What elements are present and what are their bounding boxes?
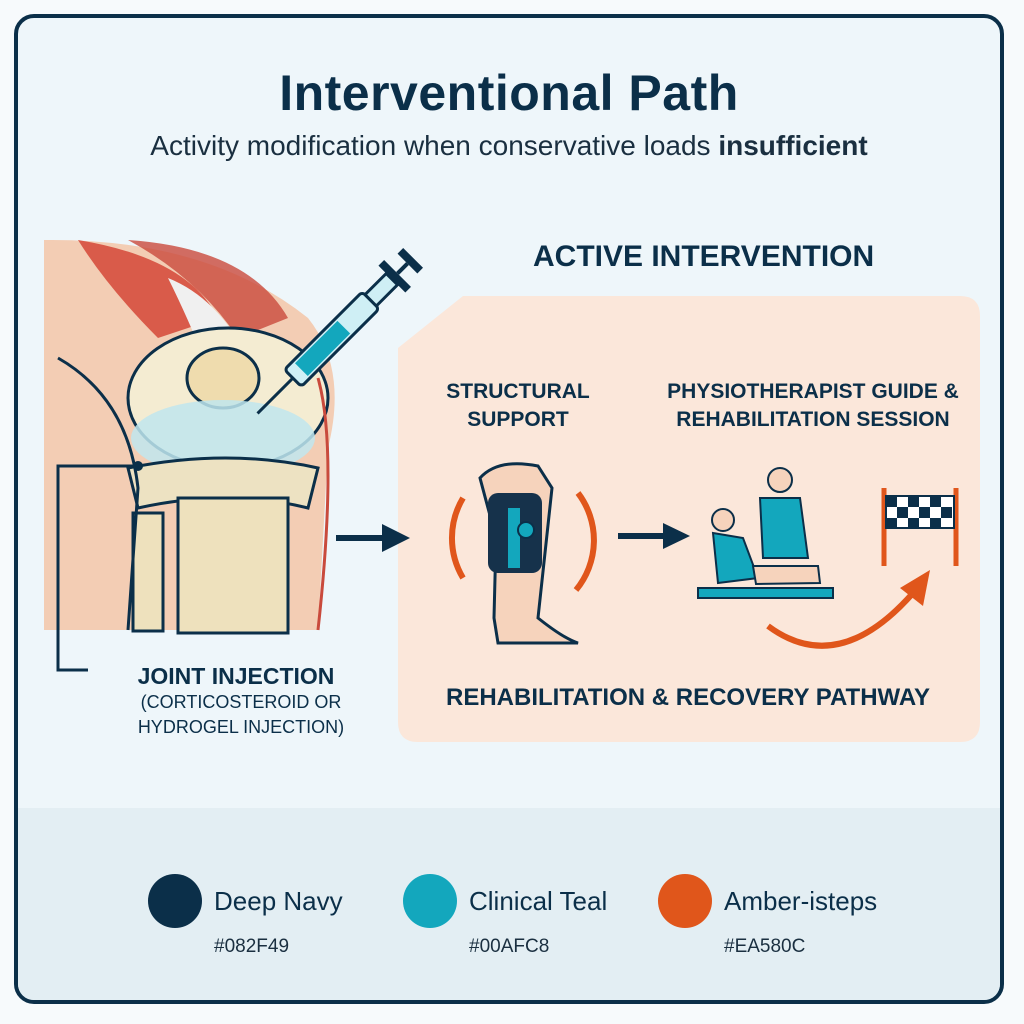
syringe-icon [256,247,424,415]
physiotherapy-session-icon [697,467,834,599]
joint-injection-description: (CORTICOSTEROID OR HYDROGEL INJECTION) [137,692,345,737]
active-intervention-title: ACTIVE INTERVENTION [533,240,875,273]
page-title: Interventional Path [279,65,739,121]
swatch-amber [658,874,712,928]
structural-support-label: STRUCTURAL SUPPORT [446,380,590,431]
knee-anatomy-illustration [44,239,335,635]
swatch-teal [403,874,457,928]
legend-hex: #082F49 [214,936,290,957]
color-legend: Deep Navy #082F49 Clinical Teal #00AFC8 … [18,808,1000,1000]
finish-flag-icon [881,488,959,566]
physio-session-label: PHYSIOTHERAPIST GUIDE & REHABILITATION S… [667,380,959,431]
joint-injection-title: JOINT INJECTION [137,663,335,689]
swatch-navy [148,874,202,928]
pathway-illustration [44,239,980,742]
recovery-pathway-label: REHABILITATION & RECOVERY PATHWAY [445,684,931,711]
injection-callout-line [56,464,138,672]
legend-name: Deep Navy [214,886,343,916]
knee-brace-icon [448,462,597,645]
arrow-right-icon [336,524,410,552]
legend-hex: #00AFC8 [469,936,550,957]
subtitle-main: Activity modification when conservative … [150,130,719,161]
infographic-card: Interventional Path Activity modificatio… [14,14,1004,1004]
arrow-right-icon-2 [618,523,690,549]
legend-name: Clinical Teal [469,886,608,916]
page-subtitle: Activity modification when conservative … [18,130,1000,162]
legend-hex: #EA580C [724,936,806,957]
subtitle-emphasis: insufficient [718,130,868,161]
legend-name: Amber-isteps [724,886,878,916]
recovery-arrow-icon [766,570,930,649]
